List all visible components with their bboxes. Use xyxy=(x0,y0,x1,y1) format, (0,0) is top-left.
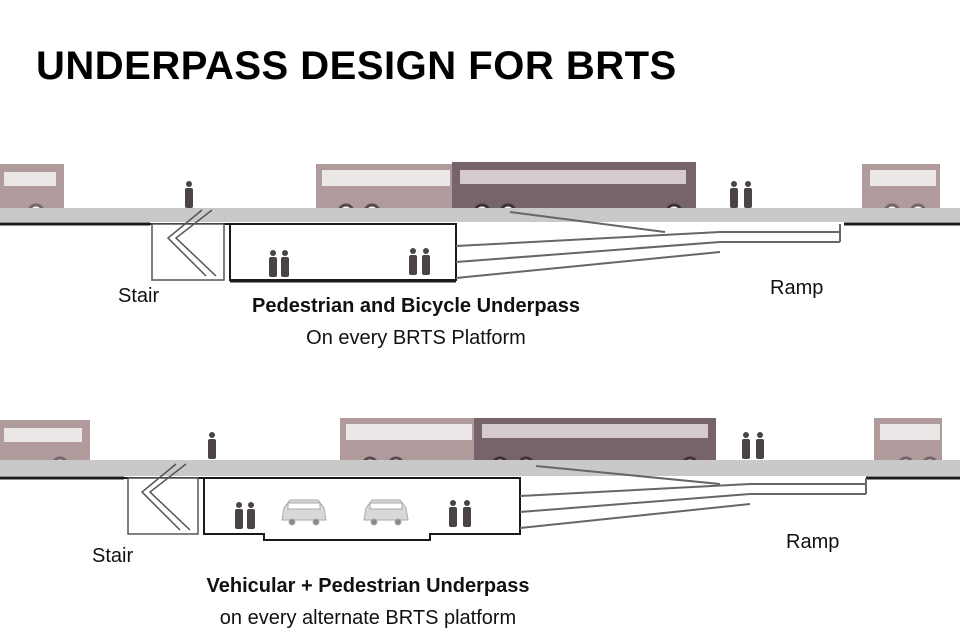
stair-label: Stair xyxy=(118,285,160,307)
vehicular-underpass-diagram xyxy=(0,418,960,541)
ramp-label: Ramp xyxy=(786,531,840,553)
car-icon xyxy=(281,499,327,526)
ramp-icon xyxy=(455,211,841,279)
stair-icon xyxy=(127,463,199,535)
bus-icon xyxy=(340,418,716,474)
ramp-label: Ramp xyxy=(770,277,824,299)
stair-label: Stair xyxy=(92,545,134,567)
underpass-caption-title: Pedestrian and Bicycle Underpass xyxy=(252,295,580,317)
pedestrian-underpass-diagram xyxy=(0,162,960,283)
underpass-caption-subtitle: On every BRTS Platform xyxy=(306,327,526,349)
person-icon xyxy=(185,181,752,277)
underpass-caption-title: Vehicular + Pedestrian Underpass xyxy=(206,575,530,597)
person-icon xyxy=(208,432,764,529)
stair-icon xyxy=(151,209,225,281)
page-title: UNDERPASS DESIGN FOR BRTS xyxy=(36,44,677,88)
car-icon xyxy=(363,499,409,526)
underpass-caption-subtitle: on every alternate BRTS platform xyxy=(219,607,517,629)
ramp-icon xyxy=(519,465,867,529)
